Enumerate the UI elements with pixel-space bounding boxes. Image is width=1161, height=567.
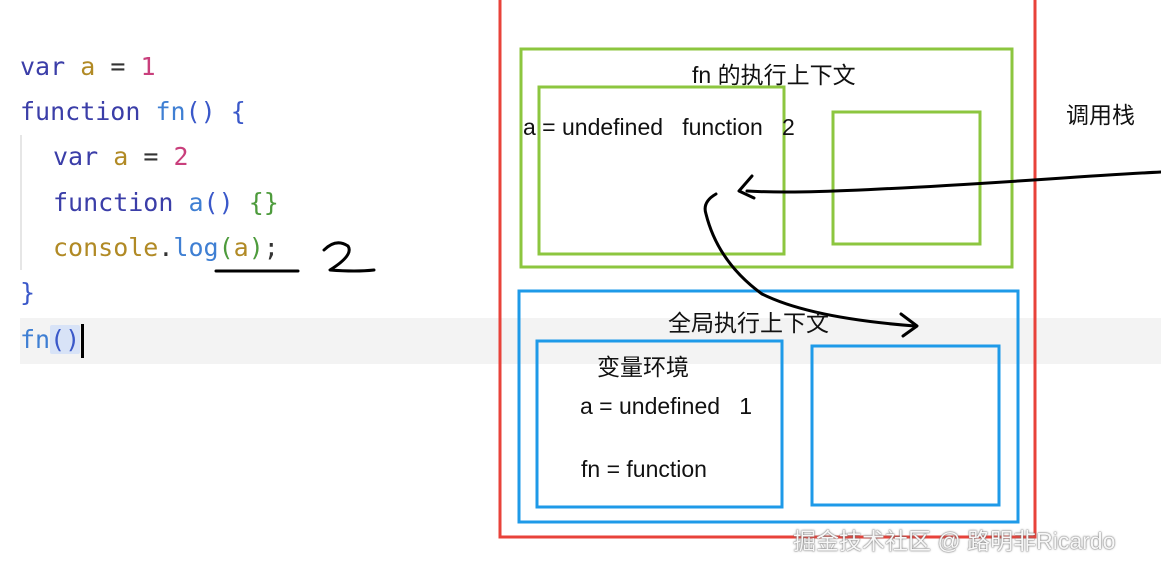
code-line-1: var a = 1: [20, 47, 156, 87]
keyword: function: [20, 97, 141, 126]
global-context-title: 全局执行上下文: [668, 310, 829, 336]
lookup-arrow-head: [737, 174, 756, 200]
lookup-arrow-line: [745, 170, 1161, 194]
fn-variable-env-box: [537, 85, 786, 256]
identifier: a: [80, 52, 96, 81]
parens: (): [50, 325, 81, 354]
number-literal: 1: [140, 52, 156, 81]
text-cursor: [81, 324, 85, 358]
global-var-a-text: a = undefined 1: [580, 393, 753, 419]
variable-env-title: 变量环境: [597, 354, 689, 380]
indent-guide: [20, 135, 22, 270]
brace: }: [20, 278, 36, 307]
paren-close: ): [248, 233, 264, 262]
global-variable-env-box: [535, 339, 784, 509]
watermark: 掘金技术社区 @ 路明非Ricardo: [793, 528, 1116, 554]
parens: (): [203, 188, 234, 217]
global-context-box: [517, 289, 1020, 524]
call-stack-label: 调用栈: [1066, 102, 1135, 128]
scope-chain-arrow-line: [703, 192, 917, 328]
code-line-6: }: [20, 273, 35, 313]
object-name: console: [53, 233, 159, 262]
fn-lexical-env-box: [831, 110, 982, 246]
fn-variable-env-text: a = undefined function 2: [523, 114, 795, 140]
brace: {}: [248, 188, 279, 217]
operator: =: [110, 52, 126, 81]
keyword: var: [53, 142, 99, 171]
method-name: log: [173, 233, 219, 262]
parens: (): [185, 97, 216, 126]
code-line-7: fn(): [20, 320, 85, 360]
keyword: var: [20, 52, 66, 81]
function-name: fn: [155, 97, 186, 126]
number-literal: 2: [173, 142, 189, 171]
code-editor: var a = 1 function fn() { var a = 2 func…: [0, 45, 1161, 365]
brace: {: [230, 97, 246, 126]
global-lexical-env-box: [810, 344, 1001, 507]
handwritten-two-annotation: [322, 241, 376, 273]
code-line-3: var a = 2: [53, 137, 189, 177]
function-name: a: [188, 188, 204, 217]
keyword: function: [53, 188, 174, 217]
call-stack-box: [498, 0, 1037, 539]
fn-context-title: fn 的执行上下文: [692, 62, 856, 88]
scope-chain-arrow-head: [899, 312, 919, 338]
fn-context-box: [519, 47, 1014, 269]
dot: .: [158, 233, 174, 262]
global-var-fn-text: fn = function: [581, 456, 707, 482]
identifier: a: [113, 142, 129, 171]
paren-open: (: [218, 233, 234, 262]
code-line-4: function a() {}: [53, 183, 279, 223]
function-name: fn: [20, 325, 51, 354]
semicolon: ;: [263, 233, 279, 262]
code-line-2: function fn() {: [20, 92, 246, 132]
operator: =: [143, 142, 159, 171]
argument: a: [233, 233, 249, 262]
code-line-5: console.log(a);: [53, 228, 279, 268]
